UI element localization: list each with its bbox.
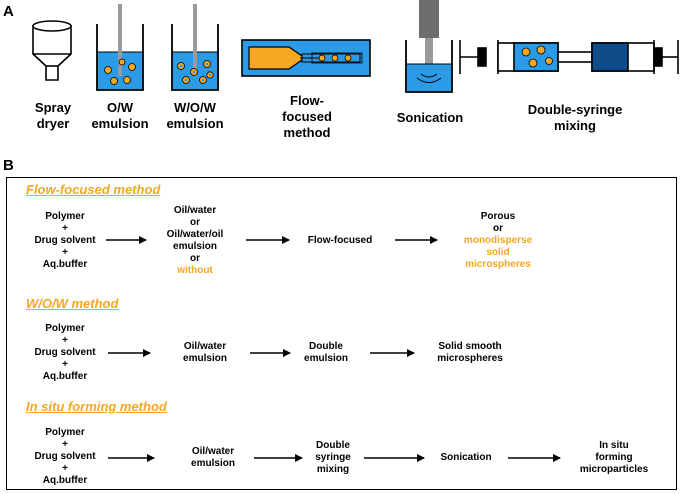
panel-a-letter: A [3, 3, 14, 20]
section-title-flow-focused: Flow-focused method [26, 182, 161, 197]
beaker-wow-icon [171, 4, 219, 91]
beaker-ow-icon [96, 4, 144, 91]
section-title-wow: W/O/W method [26, 296, 119, 311]
wow-step-inputs: Polymer+Drug solvent+Aq.buffer [34, 323, 96, 382]
caption-wow-emulsion: W/O/W emulsion [166, 100, 224, 131]
double-syringe-icon [459, 40, 679, 74]
panel-b-letter: B [3, 157, 14, 174]
caption-flow-focused: Flow- focused method [282, 93, 332, 140]
flow-step-flow-focused: Flow-focused [307, 235, 373, 246]
insitu-step-inputs: Polymer+Drug solvent+Aq.buffer [34, 427, 96, 486]
section-title-in-situ: In situ forming method [26, 399, 167, 414]
caption-spray-dryer: Spray dryer [34, 100, 72, 131]
caption-double-syringe: Double-syringe mixing [527, 102, 623, 133]
insitu-step-sonication: Sonication [440, 452, 492, 463]
flow-focus-chip-icon [241, 39, 371, 77]
panel-a-illustrations [32, 0, 679, 93]
spray-dryer-icon [32, 20, 72, 81]
sonicator-icon [405, 0, 453, 93]
caption-ow-emulsion: O/W emulsion [91, 100, 149, 131]
caption-sonication: Sonication [396, 110, 464, 125]
panel-b-frame [6, 177, 677, 490]
flow-step-inputs: Polymer+Drug solvent+Aq.buffer [34, 211, 96, 270]
